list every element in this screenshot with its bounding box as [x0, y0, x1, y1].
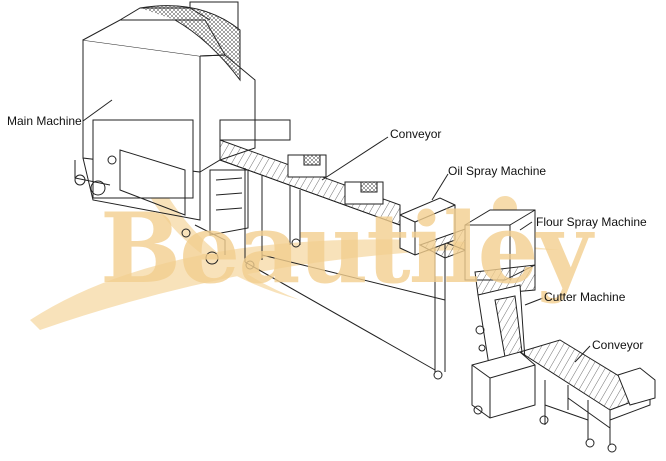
label-cutter-machine: Cutter Machine: [544, 290, 626, 304]
main-machine: [74, 1, 291, 265]
conveyor-top: [219, 139, 466, 380]
label-conveyor-bottom: Conveyor: [592, 338, 644, 352]
label-flour-spray-machine: Flour Spray Machine: [536, 215, 647, 229]
label-oil-spray-machine: Oil Spray Machine: [448, 164, 547, 178]
label-conveyor-top: Conveyor: [390, 127, 442, 141]
cutter-machine: [471, 284, 549, 425]
flour-spray-machine: [464, 209, 536, 296]
label-main-machine: Main Machine: [7, 114, 82, 128]
conveyor-bottom: [518, 339, 656, 453]
leader-lines: [82, 99, 591, 363]
